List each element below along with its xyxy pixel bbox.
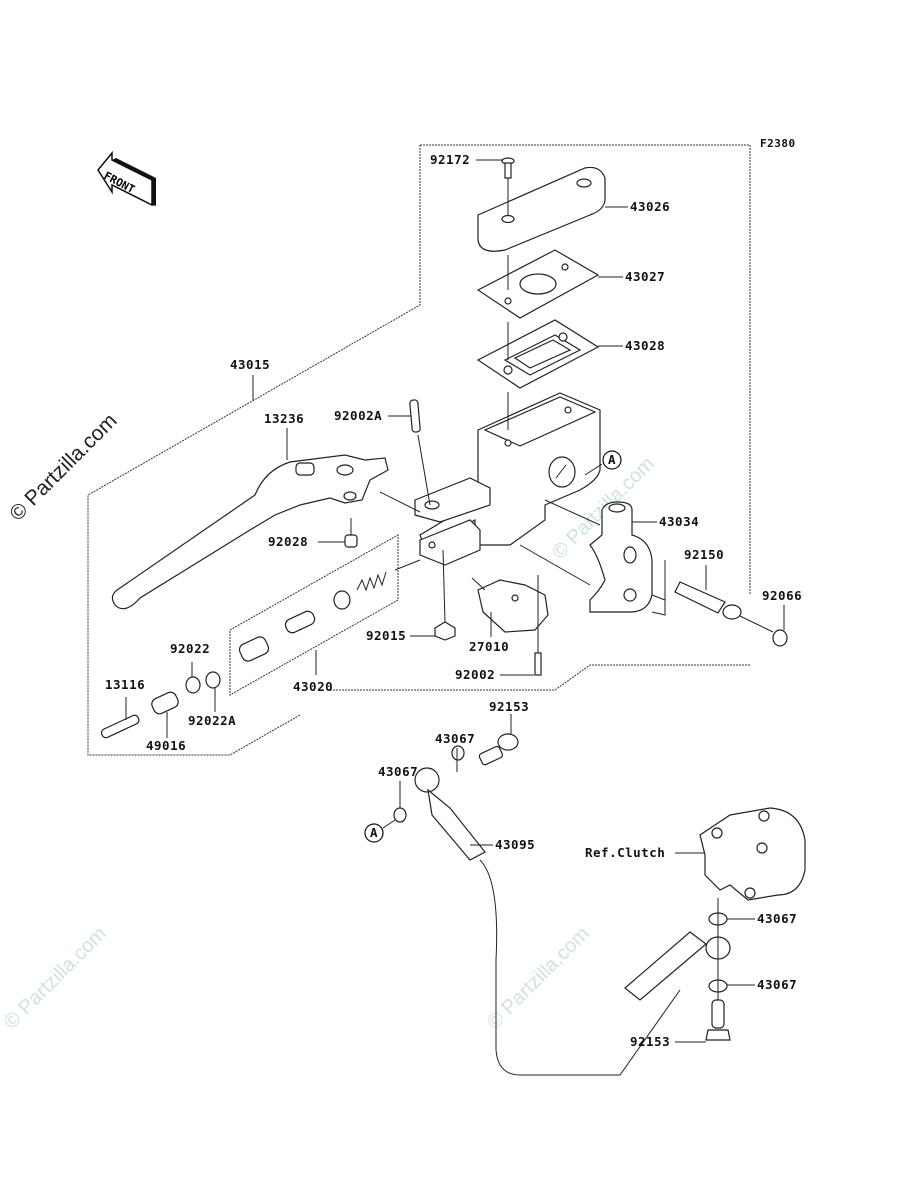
- reference-a-top-label: A: [608, 452, 616, 467]
- bolt-92150: [674, 581, 774, 633]
- piston-kit: [238, 559, 421, 662]
- label-43027: 43027: [625, 269, 665, 284]
- circlip-92022: [185, 676, 201, 694]
- watermark-bottom-left: © Partzilla.com: [0, 923, 111, 1034]
- label-ref-clutch: Ref.Clutch: [585, 845, 665, 860]
- brake-switch: [471, 577, 549, 633]
- banjo-lower: [624, 898, 731, 1041]
- master-cylinder-body: [414, 392, 601, 566]
- label-92002A: 92002A: [334, 408, 382, 423]
- label-92002: 92002: [455, 667, 495, 682]
- clutch-cover: [699, 807, 806, 901]
- assembly-outline: [420, 144, 751, 595]
- label-43067-d: 43067: [757, 977, 797, 992]
- label-43026: 43026: [630, 199, 670, 214]
- pushrod-13116: [100, 714, 140, 739]
- brake-lever: [111, 454, 389, 610]
- diaphragm-plate: [476, 249, 600, 319]
- cap-92066: [772, 629, 788, 647]
- screw-92172: [501, 157, 515, 215]
- label-43034: 43034: [659, 514, 699, 529]
- front-arrow-icon: FRONT: [97, 150, 156, 207]
- reservoir-cap: [477, 166, 606, 252]
- label-43095: 43095: [495, 837, 535, 852]
- label-92028: 92028: [268, 534, 308, 549]
- boot-49016: [151, 691, 179, 715]
- watermark-main: © Partzilla.com: [5, 409, 121, 525]
- label-49016: 49016: [146, 738, 186, 753]
- label-92015: 92015: [366, 628, 406, 643]
- part-labels: 92172 43026 43027 43028 43015 13236 9200…: [105, 152, 802, 1049]
- washer-92022A: [205, 671, 221, 689]
- label-43015: 43015: [230, 357, 270, 372]
- label-27010: 27010: [469, 639, 509, 654]
- label-43067-b: 43067: [378, 764, 418, 779]
- label-43067-c: 43067: [757, 911, 797, 926]
- reference-a-bottom: [364, 823, 384, 843]
- label-13116: 13116: [105, 677, 145, 692]
- reference-a-top: [602, 450, 622, 470]
- kit-43020-outline: [229, 534, 399, 696]
- label-92022A: 92022A: [188, 713, 236, 728]
- label-13236: 13236: [264, 411, 304, 426]
- nut-92015: [434, 621, 456, 641]
- label-92022: 92022: [170, 641, 210, 656]
- assembly-outline-left: [87, 145, 421, 756]
- label-92153-bottom: 92153: [630, 1034, 670, 1049]
- handlebar-clamp: [589, 501, 666, 616]
- pin-92028: [344, 534, 358, 548]
- label-92172: 92172: [430, 152, 470, 167]
- figure-code: F2380: [760, 137, 796, 150]
- label-92150: 92150: [684, 547, 724, 562]
- label-43020: 43020: [293, 679, 333, 694]
- label-43067-a: 43067: [435, 731, 475, 746]
- watermarks: © Partzilla.com © Partzilla.com © Partzi…: [0, 409, 659, 1033]
- label-92066: 92066: [762, 588, 802, 603]
- screw-92002: [534, 652, 542, 676]
- diaphragm: [476, 319, 600, 389]
- label-43028: 43028: [625, 338, 665, 353]
- reference-a-bottom-label: A: [370, 825, 378, 840]
- watermark-bottom-center: © Partzilla.com: [483, 923, 594, 1034]
- outline-bottom-right: [330, 664, 750, 691]
- banjo-upper: [393, 733, 681, 1076]
- screw-92002A: [409, 399, 431, 506]
- label-92153-top: 92153: [489, 699, 529, 714]
